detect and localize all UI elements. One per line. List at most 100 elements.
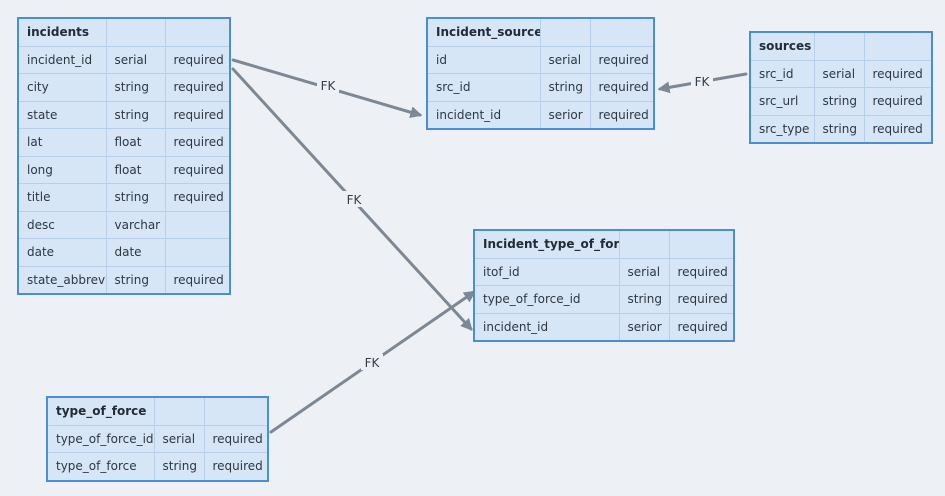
table-header-row: sources xyxy=(749,31,933,61)
field-type: string xyxy=(105,100,166,129)
field-name: incident_id xyxy=(426,100,541,130)
field-type: serial xyxy=(105,45,166,74)
field-constraint: required xyxy=(203,452,269,481)
fk-label: FK xyxy=(695,75,711,89)
field-type: serior xyxy=(618,312,670,342)
field-type: serial xyxy=(539,45,591,74)
field-type: string xyxy=(105,265,166,295)
field-name: state_abbrev xyxy=(17,265,107,295)
field-constraint: required xyxy=(164,183,231,212)
table-title: Incident_type_of_force xyxy=(473,229,620,259)
field-name: state xyxy=(17,100,107,129)
table-incident-type-of-force[interactable]: Incident_type_of_force itof_idserialrequ… xyxy=(473,229,735,342)
field-name: date xyxy=(17,238,107,267)
field-type: serial xyxy=(153,424,205,453)
field-type: string xyxy=(105,73,166,102)
field-constraint: required xyxy=(863,114,933,144)
field-name: itof_id xyxy=(473,257,620,286)
field-name: title xyxy=(17,183,107,212)
table-title: incidents xyxy=(17,17,107,47)
field-constraint: required xyxy=(164,73,231,102)
table-title: Incident_sources xyxy=(426,17,541,47)
field-constraint xyxy=(164,238,231,267)
table-header-row: type_of_force xyxy=(46,396,269,426)
fk-label: FK xyxy=(365,356,381,370)
field-type: string xyxy=(618,285,670,314)
field-constraint: required xyxy=(164,155,231,184)
field-constraint: required xyxy=(164,100,231,129)
edge-type-of-force-to-incident-type-of-force[interactable]: FK xyxy=(269,290,476,434)
field-constraint: required xyxy=(863,59,933,88)
field-name: long xyxy=(17,155,107,184)
fk-label: FK xyxy=(347,193,363,207)
field-type: serial xyxy=(813,59,865,88)
edge-incidents-to-incident-sources[interactable]: FK xyxy=(231,58,423,119)
field-name: lat xyxy=(17,128,107,157)
field-type: date xyxy=(105,238,166,267)
field-type: string xyxy=(813,114,865,144)
field-name: type_of_force xyxy=(46,452,155,481)
field-constraint: required xyxy=(589,100,655,130)
field-name: city xyxy=(17,73,107,102)
table-title: sources xyxy=(749,31,815,61)
field-type: string xyxy=(153,452,205,481)
fk-label: FK xyxy=(321,79,337,93)
field-type: float xyxy=(105,128,166,157)
field-name: incident_id xyxy=(473,312,620,342)
field-name: src_id xyxy=(426,73,541,102)
edge-sources-to-incident-sources[interactable]: FK xyxy=(657,72,748,94)
field-constraint: required xyxy=(164,45,231,74)
field-name: incident_id xyxy=(17,45,107,74)
field-type: serial xyxy=(618,257,670,286)
field-name: type_of_force_id xyxy=(473,285,620,314)
field-constraint: required xyxy=(863,87,933,116)
field-constraint: required xyxy=(164,128,231,157)
field-type: varchar xyxy=(105,210,166,239)
field-type: float xyxy=(105,155,166,184)
field-constraint: required xyxy=(164,265,231,295)
field-name: src_url xyxy=(749,87,815,116)
field-type: string xyxy=(539,73,591,102)
field-type: string xyxy=(813,87,865,116)
field-name: id xyxy=(426,45,541,74)
field-type: string xyxy=(105,183,166,212)
field-constraint: required xyxy=(589,73,655,102)
table-header-row: Incident_type_of_force xyxy=(473,229,735,259)
field-constraint: required xyxy=(589,45,655,74)
field-constraint: required xyxy=(668,257,735,286)
field-type: serior xyxy=(539,100,591,130)
table-title: type_of_force xyxy=(46,396,155,426)
field-name: type_of_force_id xyxy=(46,424,155,453)
field-constraint xyxy=(164,210,231,239)
field-name: src_type xyxy=(749,114,815,144)
table-header-row: Incident_sources xyxy=(426,17,655,47)
field-name: desc xyxy=(17,210,107,239)
field-name: src_id xyxy=(749,59,815,88)
field-constraint: required xyxy=(668,312,735,342)
field-constraint: required xyxy=(668,285,735,314)
